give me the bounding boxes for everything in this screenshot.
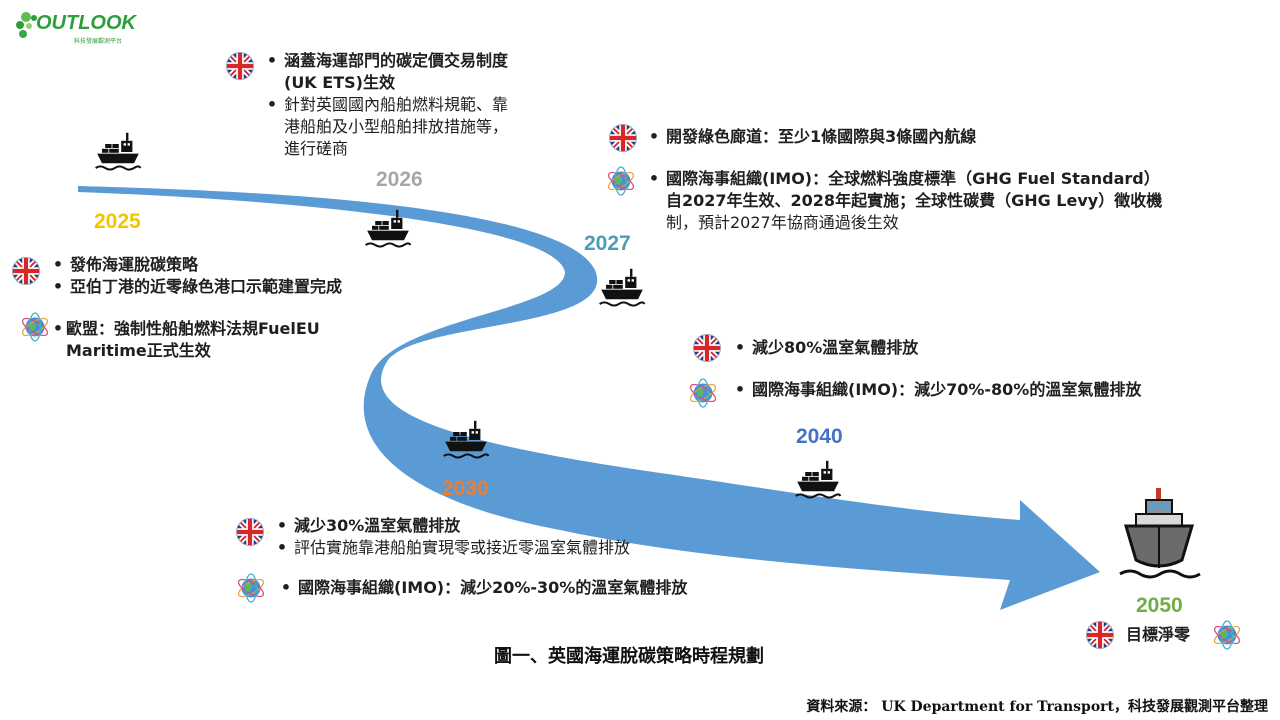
list-item: •針對英國國內船舶燃料規範、靠: [266, 95, 509, 114]
cargo-ship-icon: [94, 128, 142, 176]
list-item-text-cont: (UK ETS)生效: [284, 73, 395, 92]
uk-flag-icon: [693, 334, 721, 362]
list-item-text: 亞伯丁港的近零綠色港口示範建置完成: [70, 277, 343, 296]
list-item: •評估實施靠港船舶實現零或接近零溫室氣體排放: [276, 538, 631, 557]
milestone-2040-uk: •減少80%溫室氣體排放: [732, 337, 1032, 359]
list-item-text-cont: 自2027年生效、2028年起實施；全球性碳費（GHG Levy）徵收機: [646, 190, 1246, 212]
list-item-text-cont: Maritime正式生效: [66, 341, 211, 360]
list-item-text: 減少30%溫室氣體排放: [294, 516, 461, 535]
milestone-2030-uk: •減少30%溫室氣體排放 •評估實施靠港船舶實現零或接近零溫室氣體排放: [274, 515, 714, 559]
logo: OUTLOOK 科技發展觀測平台: [14, 6, 136, 45]
globe-icon: [688, 378, 718, 408]
milestone-2027-intl: •國際海事組織(IMO)：全球燃料強度標準（GHG Fuel Standard）…: [646, 168, 1246, 234]
list-item: •減少30%溫室氣體排放: [276, 516, 461, 535]
uk-flag-icon: [236, 518, 264, 546]
globe-icon: [606, 166, 636, 196]
list-item-text: 減少80%溫室氣體排放: [752, 338, 919, 357]
year-2040: 2040: [796, 425, 843, 448]
uk-flag-icon: [1086, 621, 1114, 649]
list-item: •國際海事組織(IMO)：全球燃料強度標準（GHG Fuel Standard）: [648, 169, 1160, 188]
list-item: •減少80%溫室氣體排放: [734, 338, 919, 357]
cargo-ship-icon: [364, 205, 412, 253]
list-item-text: 發佈海運脫碳策略: [70, 255, 199, 274]
milestone-2025-intl: •歐盟：強制性船舶燃料法規FuelEU Maritime正式生效: [50, 318, 390, 362]
list-item-text: 歐盟：強制性船舶燃料法規FuelEU: [66, 319, 320, 338]
list-item: •國際海事組織(IMO)：減少70%-80%的溫室氣體排放: [734, 380, 1142, 399]
list-item-text-cont: 進行磋商: [284, 139, 349, 158]
year-2027: 2027: [584, 232, 631, 255]
logo-subtitle: 科技發展觀測平台: [74, 38, 123, 45]
milestone-2027-uk: •開發綠色廊道：至少1條國際與3條國內航線: [646, 126, 1086, 148]
cargo-ship-icon: [794, 456, 842, 504]
year-2050: 2050: [1136, 594, 1183, 617]
source-note: 資料來源： UK Department for Transport，科技發展觀測…: [806, 699, 1268, 715]
milestone-2050-text: 目標淨零: [1126, 625, 1191, 644]
uk-flag-icon: [226, 52, 254, 80]
logo-mark-icon: [16, 12, 37, 38]
uk-flag-icon: [609, 124, 637, 152]
list-item: •開發綠色廊道：至少1條國際與3條國內航線: [648, 127, 977, 146]
milestone-2030-intl: •國際海事組織(IMO)：減少20%-30%的溫室氣體排放: [278, 577, 758, 599]
year-2030: 2030: [442, 477, 489, 500]
list-item: •歐盟：強制性船舶燃料法規FuelEU: [52, 319, 320, 338]
road-shape: [78, 186, 1100, 610]
list-item: •涵蓋海運部門的碳定價交易制度: [266, 51, 509, 70]
list-item: •亞伯丁港的近零綠色港口示範建置完成: [52, 277, 343, 296]
uk-flag-icon: [12, 257, 40, 285]
list-item-text: 國際海事組織(IMO)：減少70%-80%的溫室氣體排放: [752, 380, 1142, 399]
globe-icon: [20, 312, 50, 342]
list-item-text-cont: 制，預計2027年協商通過後生效: [666, 213, 899, 232]
list-item-text-cont: 港船舶及小型船舶排放措施等，: [284, 117, 509, 136]
cargo-ship-icon: [598, 264, 646, 312]
milestone-2025-uk: •發佈海運脫碳策略 •亞伯丁港的近零綠色港口示範建置完成: [50, 254, 410, 298]
list-item-text: 評估實施靠港船舶實現零或接近零溫室氣體排放: [294, 538, 631, 557]
list-item: •發佈海運脫碳策略: [52, 255, 199, 274]
list-item-text: 國際海事組織(IMO)：減少20%-30%的溫室氣體排放: [298, 578, 688, 597]
list-item-text: 涵蓋海運部門的碳定價交易制度: [284, 51, 509, 70]
milestone-2026-uk: •涵蓋海運部門的碳定價交易制度 (UK ETS)生效 •針對英國國內船舶燃料規範…: [264, 50, 584, 160]
list-item-text-cont-line: 自2027年生效、2028年起實施；全球性碳費（GHG Levy）徵收機: [666, 191, 1163, 210]
year-2025: 2025: [94, 210, 141, 233]
list-item: •國際海事組織(IMO)：減少20%-30%的溫室氣體排放: [280, 578, 688, 597]
list-item-text: 國際海事組織(IMO)：全球燃料強度標準（GHG Fuel Standard）: [666, 169, 1160, 188]
year-2026: 2026: [376, 168, 423, 191]
cargo-ship-icon: [442, 416, 490, 464]
globe-icon: [1212, 620, 1242, 650]
ship-icon: [1119, 488, 1201, 579]
list-item-text: 針對英國國內船舶燃料規範、靠: [284, 95, 509, 114]
logo-name: OUTLOOK: [36, 12, 136, 34]
globe-icon: [236, 573, 266, 603]
figure-caption: 圖一、英國海運脫碳策略時程規劃: [494, 646, 764, 667]
milestone-2040-intl: •國際海事組織(IMO)：減少70%-80%的溫室氣體排放: [732, 379, 1212, 401]
list-item-text: 開發綠色廊道：至少1條國際與3條國內航線: [666, 127, 977, 146]
